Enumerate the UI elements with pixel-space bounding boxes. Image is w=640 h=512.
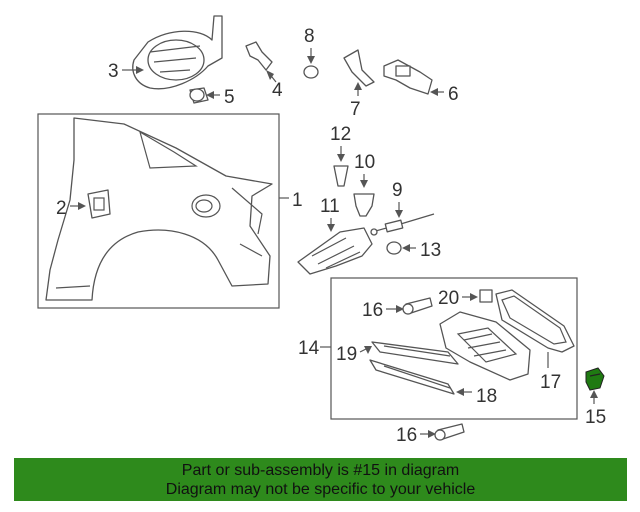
part-fuel-door-bezel[interactable]: [439, 311, 531, 381]
arrow-2: [78, 202, 86, 210]
arrow-3: [136, 66, 144, 74]
part-10-grommet[interactable]: [353, 193, 375, 217]
arrow-9: [395, 210, 403, 218]
part-8-nut[interactable]: [303, 65, 319, 79]
arrow-19: [364, 346, 372, 354]
callout-10: 10: [354, 152, 375, 173]
callout-14: 14: [298, 338, 320, 359]
callout-15: 15: [585, 407, 606, 428]
arrow-13: [402, 244, 410, 252]
part-15-highlighted[interactable]: [585, 367, 605, 391]
callout-6: 6: [448, 84, 459, 105]
arrow-6: [430, 88, 438, 96]
callout-20: 20: [438, 288, 459, 309]
part-3-fuel-door-housing[interactable]: [132, 15, 223, 90]
arrow-11: [327, 224, 335, 232]
callout-4: 4: [272, 80, 283, 101]
callout-17: 17: [540, 372, 561, 393]
callout-9: 9: [392, 180, 403, 201]
callout-7: 7: [350, 99, 361, 120]
part-6-actuator[interactable]: [383, 59, 433, 95]
arrow-4: [266, 70, 274, 80]
part-1-quarter-panel[interactable]: [45, 117, 273, 301]
arrow-15: [590, 390, 598, 398]
part-9-release-cable[interactable]: [370, 213, 435, 236]
group-box-1: [37, 113, 280, 309]
part-16-screw[interactable]: [402, 297, 433, 315]
callout-13: 13: [420, 240, 441, 261]
arrow-10: [360, 180, 368, 188]
notice-banner: Part or sub-assembly is #15 in diagram D…: [14, 458, 627, 501]
arrow-5: [206, 91, 214, 99]
callout-3: 3: [108, 61, 119, 82]
part-18-seal[interactable]: [369, 359, 455, 395]
arrow-8: [307, 56, 315, 64]
part-11-handle-assembly[interactable]: [297, 227, 373, 275]
arrow-7: [354, 82, 362, 90]
part-17-fuel-door[interactable]: [495, 289, 575, 353]
part-20-clip[interactable]: [479, 289, 493, 303]
part-5-bumper[interactable]: [189, 87, 209, 104]
arrow-16a: [396, 305, 404, 313]
part-19-seal[interactable]: [371, 341, 459, 365]
part-16-screw-2[interactable]: [434, 423, 465, 441]
part-7-bracket[interactable]: [343, 49, 375, 87]
callout-18: 18: [476, 386, 497, 407]
arrow-16b: [428, 430, 436, 438]
callout-12: 12: [330, 124, 351, 145]
part-2-clip[interactable]: [87, 189, 111, 219]
group-box-14: [330, 277, 578, 420]
arrow-12: [337, 154, 345, 162]
notice-line-1: Part or sub-assembly is #15 in diagram: [181, 462, 460, 479]
callout-16a: 16: [362, 300, 383, 321]
callout-8: 8: [304, 26, 315, 47]
notice-line-2: Diagram may not be specific to your vehi…: [165, 481, 476, 498]
arrow-20: [470, 293, 478, 301]
part-12-screw[interactable]: [333, 165, 349, 187]
arrow-18: [456, 388, 464, 396]
callout-16b: 16: [396, 425, 417, 446]
callout-1: 1: [292, 190, 303, 211]
callout-19: 19: [336, 344, 357, 365]
part-13-nut[interactable]: [386, 241, 402, 255]
callout-11: 11: [320, 196, 340, 217]
callout-5: 5: [224, 87, 235, 108]
part-4-screw[interactable]: [245, 41, 273, 71]
callout-2: 2: [56, 198, 67, 219]
